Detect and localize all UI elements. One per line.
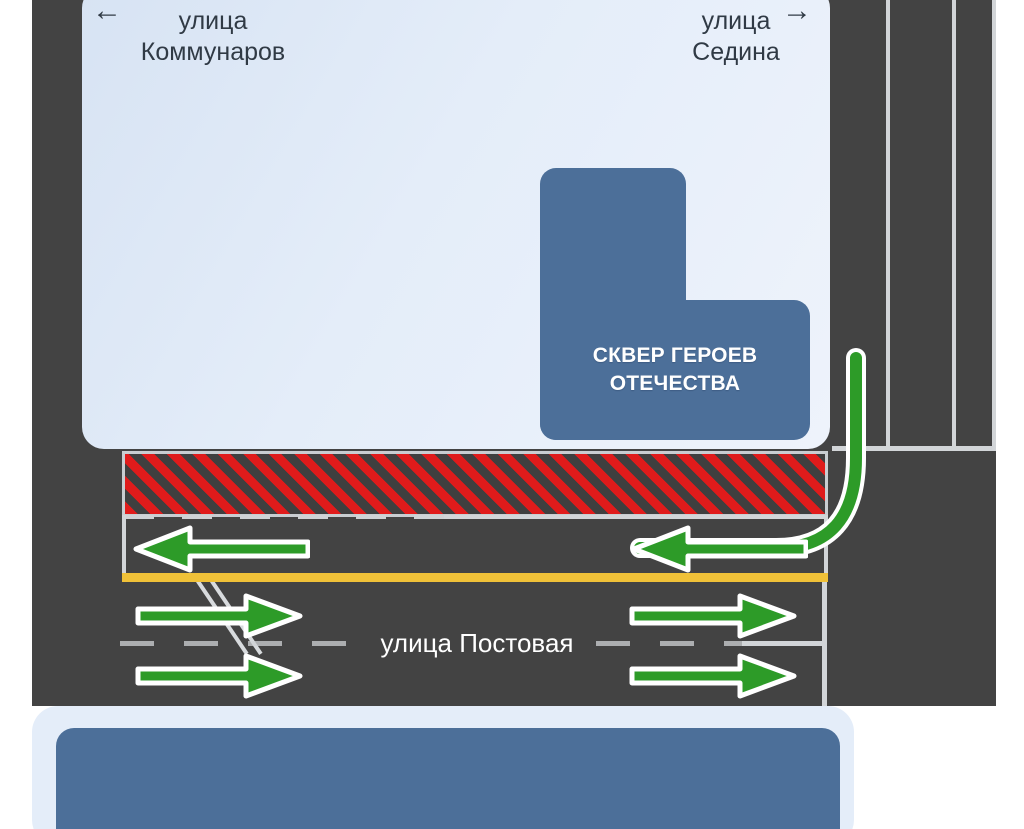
street-label-postovaya: улица Постовая [380, 628, 574, 658]
street-label-sedina: улица Седина [692, 7, 780, 66]
sedina-lane-line-1 [886, 0, 890, 449]
route-arrow-eastbound-4 [629, 653, 797, 699]
lane-line-east-solid-right [742, 641, 826, 646]
lane-line-upper-west-solid [444, 515, 828, 519]
route-arrow-eastbound-2 [135, 653, 303, 699]
lane-dash-upper-west [124, 515, 444, 519]
lane-dash-east-left [120, 641, 356, 646]
arrow-left-icon: ← [92, 0, 122, 27]
building-fill-south [56, 728, 840, 829]
route-arrow-eastbound-1 [135, 593, 303, 639]
street-label-kommunarov: улица Коммунаров [140, 7, 286, 66]
restricted-hatch-zone [122, 451, 828, 517]
sedina-kerb-right [992, 0, 996, 449]
route-arrow-westbound-2 [631, 525, 808, 573]
sedina-lane-line-2 [952, 0, 956, 449]
center-line-yellow [122, 573, 828, 582]
sedina-stop-line [832, 446, 996, 451]
kerb-line-west-left [122, 515, 126, 581]
route-arrow-westbound-1 [133, 525, 310, 573]
kerb-line-west-right [824, 515, 828, 581]
kerb-line-east-right [822, 582, 827, 706]
park-label: СКВЕР ГЕРОЕВ ОТЕЧЕСТВА [592, 344, 758, 395]
arrow-right-icon: → [782, 0, 812, 27]
route-arrow-eastbound-3 [629, 593, 797, 639]
park-shape-horizontal [540, 300, 810, 440]
lane-dash-east-right [596, 641, 742, 646]
